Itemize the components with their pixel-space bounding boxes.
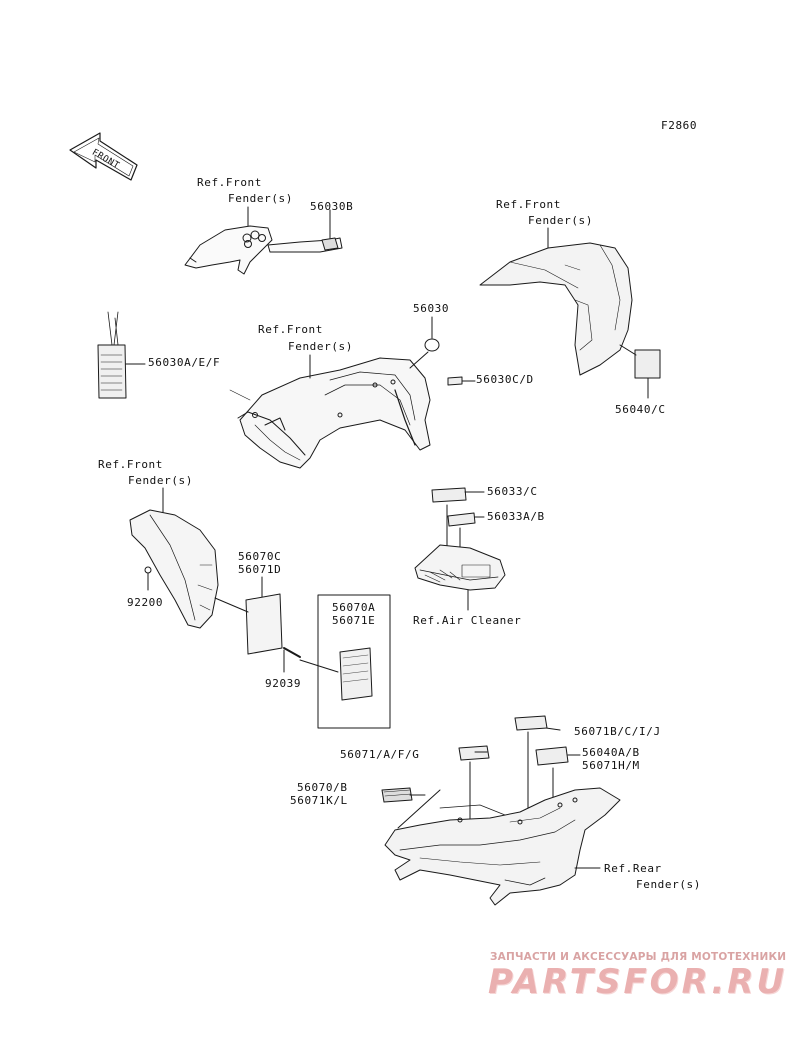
watermark-tagline: ЗАПЧАСТИ И АКСЕССУАРЫ ДЛЯ МОТОТЕХНИКИ [490, 951, 787, 963]
front-fender-left-part [129, 487, 391, 729]
part-label-56071d: 56071D [238, 563, 282, 576]
ref-front-fender-4-line2: Fender(s) [128, 474, 194, 487]
part-label-56070b: 56070/B [297, 781, 348, 794]
rear-fender-part [381, 715, 621, 906]
part-label-56040ab: 56040A/B [582, 746, 640, 759]
part-label-56033ab: 56033A/B [487, 510, 545, 523]
ref-front-fender-2-line2: Fender(s) [528, 214, 594, 227]
ref-rear-fender-line1: Ref.Rear [604, 862, 662, 875]
ref-front-fender-1-line1: Ref.Front [197, 176, 263, 189]
part-label-56030cd: 56030C/D [476, 373, 534, 386]
ref-front-fender-3-line2: Fender(s) [288, 340, 354, 353]
front-arrow-icon [69, 132, 138, 181]
part-label-56071bcij: 56071B/C/I/J [574, 725, 661, 738]
ref-front-fender-2-line1: Ref.Front [496, 198, 562, 211]
front-fender-top-part [184, 206, 343, 275]
front-fender-center-part [229, 316, 476, 469]
ref-front-fender-3-line1: Ref.Front [258, 323, 324, 336]
part-label-56071hm: 56071H/M [582, 759, 640, 772]
ref-front-fender-1-line2: Fender(s) [228, 192, 294, 205]
part-label-56070a: 56070A [332, 601, 376, 614]
figure-code: F2860 [661, 119, 698, 132]
part-label-56071afg: 56071/A/F/G [340, 748, 420, 761]
air-cleaner-part [414, 487, 506, 611]
watermark-logo: PARTSFOR.RU [488, 962, 788, 1002]
part-label-56030aef: 56030A/E/F [148, 356, 221, 369]
tag-part [97, 311, 146, 399]
ref-front-fender-4-line1: Ref.Front [98, 458, 164, 471]
part-label-56071e: 56071E [332, 614, 376, 627]
part-label-56030: 56030 [413, 302, 450, 315]
part-label-56030b: 56030B [310, 200, 354, 213]
part-label-92200: 92200 [127, 596, 164, 609]
part-label-56070c: 56070C [238, 550, 282, 563]
part-label-56071kl: 56071K/L [290, 794, 348, 807]
ref-air-cleaner: Ref.Air Cleaner [413, 614, 522, 627]
front-fender-right-part [479, 227, 661, 399]
part-label-56033c: 56033/C [487, 485, 538, 498]
part-label-92039: 92039 [265, 677, 302, 690]
part-label-56040c: 56040/C [615, 403, 666, 416]
ref-rear-fender-line2: Fender(s) [636, 878, 702, 891]
